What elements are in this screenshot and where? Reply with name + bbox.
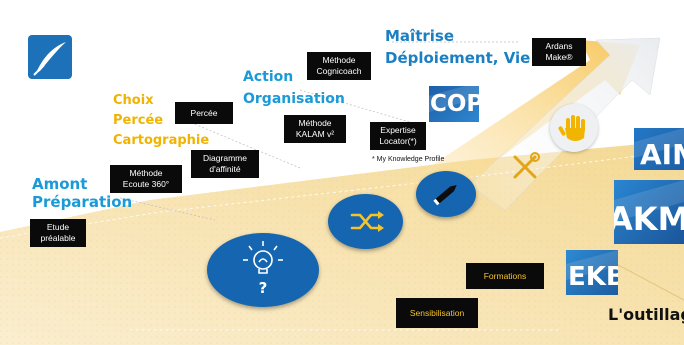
stage-amont-line1: Amont [32,175,88,193]
stage-maitrise-line2: Déploiement, Vie [385,49,531,67]
label-ardans-line1: Ardans [545,41,573,51]
hand-icon [558,115,585,141]
tile-aim: AIM [634,128,684,170]
label-expertise-line1: Expertise [380,125,416,135]
disc-action [416,171,476,217]
stage-choix-title: Choix Percée Cartographie [113,91,209,151]
stage-amont-line2: Préparation [32,193,133,211]
label-ardans-make: Ardans Make® [532,38,586,66]
tools-icon [510,152,540,182]
stage-action-title: Action Organisation [243,66,345,110]
label-ecoute-line1: Méthode [129,168,163,178]
label-cognicoach-line1: Méthode [322,55,356,65]
footnote-knowledge-profile: * My Knowledge Profile [372,156,445,163]
label-kalam-line2: KALAM v² [295,129,335,139]
label-etude-prealable: Etude préalable [30,219,86,247]
question-mark: ? [258,279,268,297]
pen-icon [433,185,457,206]
hand-circle [550,104,598,152]
label-etude-line1: Etude [46,222,70,232]
label-ecoute-line2: Ecoute 360° [122,179,170,189]
stage-choix-line3: Cartographie [113,133,210,148]
label-sensibilisation-text: Sensibilisation [409,308,465,318]
label-methode-ecoute: Méthode Ecoute 360° [110,165,182,193]
stage-maitrise-title: Maîtrise Déploiement, Vie [385,25,530,69]
label-ardans-line2: Make® [545,52,573,62]
label-etude-line2: préalable [40,233,76,243]
label-kalam-line1: Méthode [298,118,332,128]
label-formations-text: Formations [483,271,527,281]
tile-aim-text: AIM [640,138,684,170]
label-diagramme-line1: Diagramme [203,153,247,163]
lightbulb-icon [243,241,283,274]
label-sensibilisation: Sensibilisation [396,298,478,328]
tile-cop: COP [429,86,479,122]
outillage-label: L'outillage [608,305,684,324]
disc-amont: ? [207,233,319,307]
stage-amont-title: Amont Préparation [32,175,132,211]
tile-ekb-text: EKB [568,262,618,292]
tile-akm-text: AKM [614,200,684,238]
stage-choix-line2: Percée [113,113,164,128]
stage-choix-line1: Choix [113,93,154,108]
label-formations: Formations [466,263,544,289]
stage-action-line1: Action [243,69,294,85]
tile-akm: AKM [614,180,684,244]
disc-choix [328,194,403,249]
label-percee: Percée [175,102,233,124]
label-percee-text: Percée [190,108,218,118]
shuffle-icon [350,211,384,232]
label-methode-cognicoach: Méthode Cognicoach [307,52,371,80]
tile-cop-text: COP [430,91,479,117]
label-diagramme-line2: d'affinité [209,164,241,174]
label-expertise-line2: Locator(*) [379,136,417,146]
tile-ekb: EKB [566,250,618,295]
stage-maitrise-line1: Maîtrise [385,27,455,45]
label-methode-kalam: Méthode KALAM v² [284,115,346,143]
label-cognicoach-line2: Cognicoach [316,66,362,76]
label-diagramme-affinite: Diagramme d'affinité [191,150,259,178]
stage-action-line2: Organisation [243,91,345,107]
company-logo [28,35,72,79]
label-expertise-locator: Expertise Locator(*) [370,122,426,150]
